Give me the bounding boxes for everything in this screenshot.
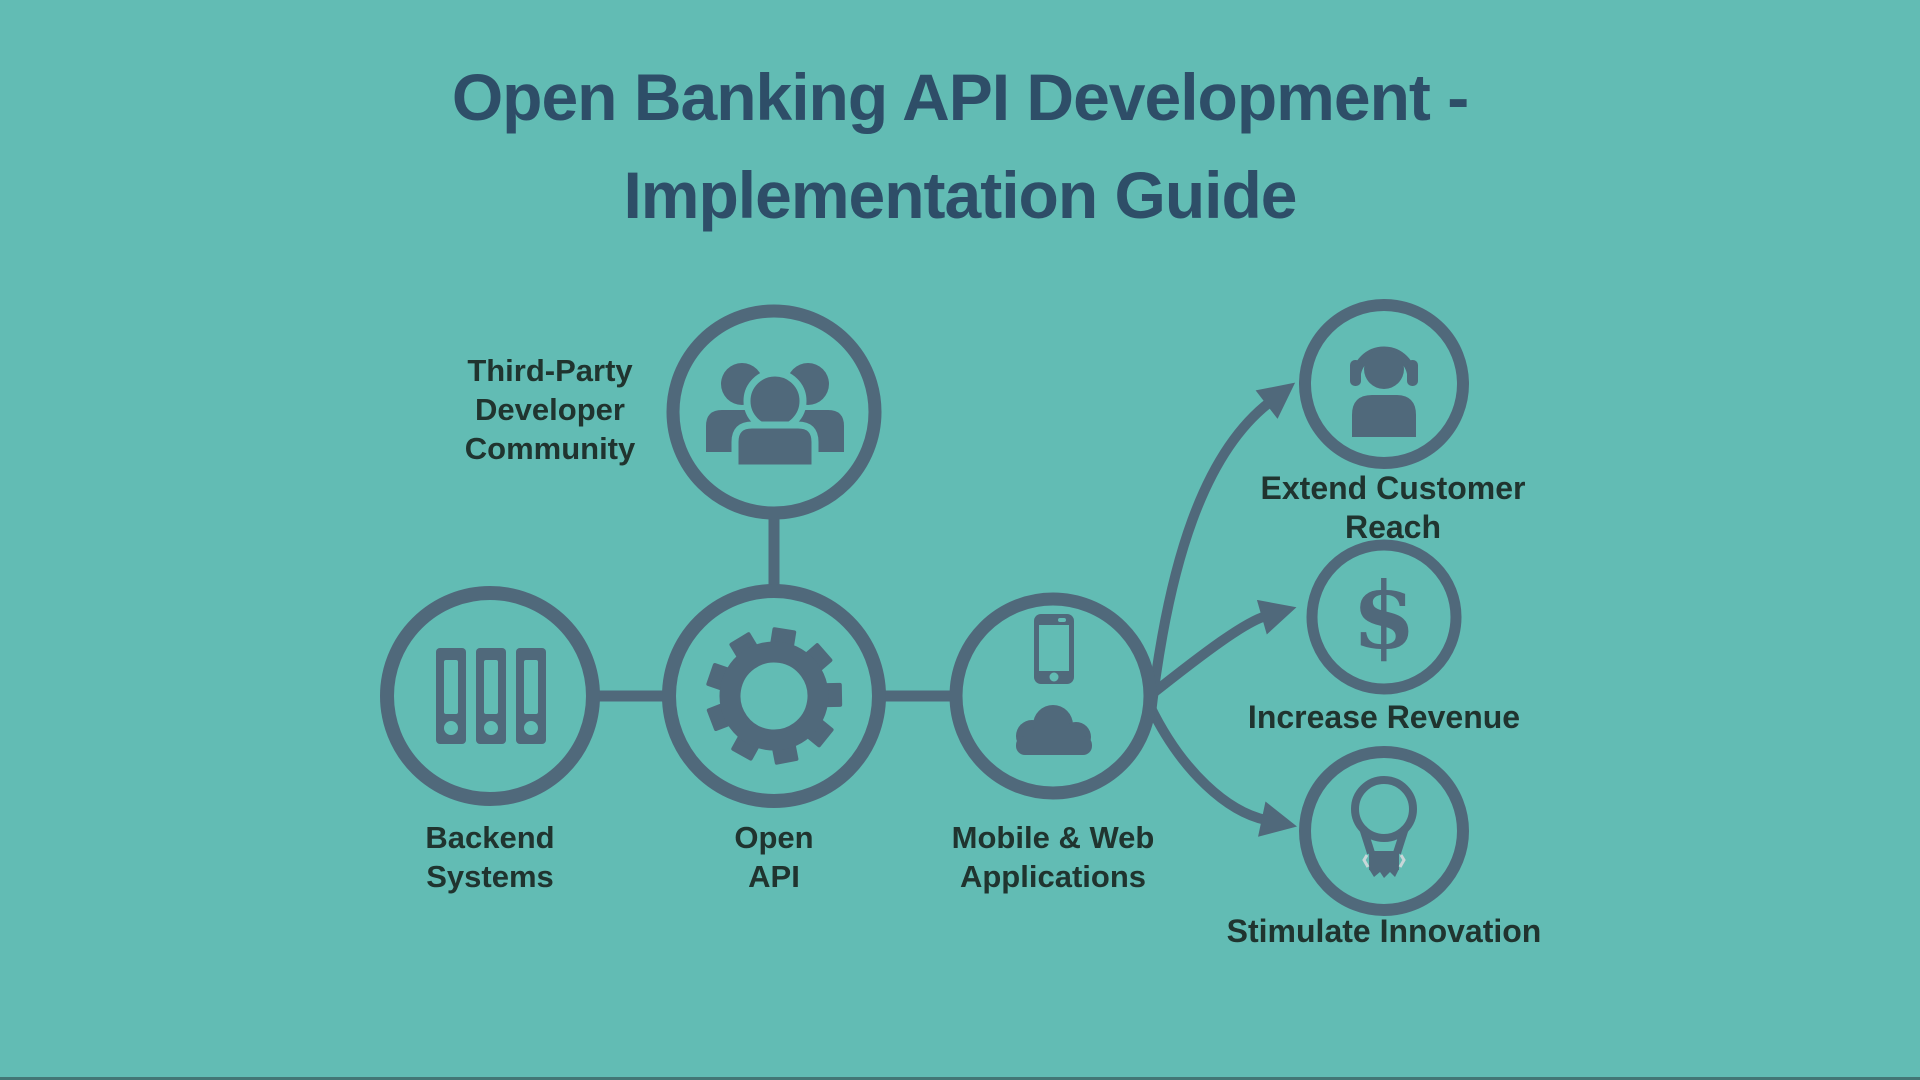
- node-circle-third-party: [666, 304, 882, 520]
- gear-icon: [706, 627, 843, 765]
- dollar-icon: $: [1352, 562, 1416, 670]
- node-circle-increase-revenue: [1306, 539, 1462, 695]
- label-increase-revenue: Increase Revenue: [1247, 699, 1521, 735]
- title-line1: Open Banking API Development -: [451, 60, 1469, 134]
- label-third-party: Third-Party Developer Community: [464, 353, 636, 466]
- lightbulb-icon: [1351, 776, 1417, 878]
- label-stimulate-innovation: Stimulate Innovation: [1226, 913, 1542, 949]
- node-circle-backend: [380, 586, 600, 806]
- bottom-edge-strip: [0, 1077, 1920, 1080]
- support-agent-icon: [1350, 346, 1418, 437]
- binders-icon: [436, 648, 546, 744]
- arrow-to-increase-revenue: [1148, 599, 1297, 698]
- label-mobile-web: Mobile & Web Applications: [951, 820, 1155, 894]
- node-circle-open-api: [662, 584, 886, 808]
- people-group-icon: [706, 363, 844, 472]
- arrow-to-extend-reach: [1145, 382, 1296, 723]
- phone-cloud-icon: [1016, 614, 1092, 755]
- label-open-api: Open API: [734, 820, 814, 894]
- page-title: Open Banking API Development - Implementa…: [0, 48, 1920, 244]
- node-circle-extend-reach: [1299, 299, 1469, 469]
- cloud-icon: [1016, 705, 1092, 755]
- title-line2: Implementation Guide: [623, 158, 1297, 232]
- label-backend-systems: Backend Systems: [425, 820, 555, 894]
- node-circle-stimulate-innovation: [1299, 746, 1469, 916]
- label-extend-customer-reach: Extend Customer Reach: [1260, 470, 1526, 545]
- arrow-to-stimulate-innovation: [1145, 703, 1297, 837]
- node-circle-mobile-web: [949, 592, 1157, 800]
